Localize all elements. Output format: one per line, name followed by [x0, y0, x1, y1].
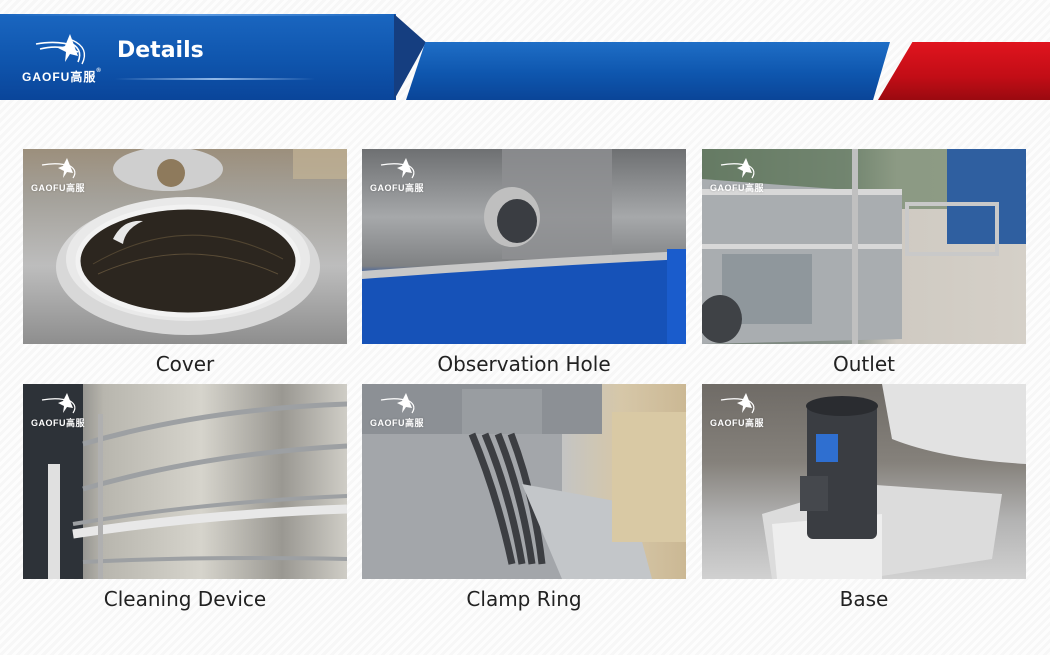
outlet-illustration	[702, 149, 1026, 344]
cover-illustration	[56, 149, 347, 335]
star-swoosh-logo-icon	[380, 158, 415, 179]
clamp-ring-illustration	[362, 384, 686, 579]
outlet-photo: GAOFU高服	[702, 149, 1026, 344]
gaofu-watermark: GAOFU高服	[710, 392, 790, 432]
star-swoosh-logo-icon	[720, 393, 755, 414]
banner-highlight	[0, 14, 396, 16]
detail-card-clamp-ring: GAOFU高服 Clamp Ring	[362, 384, 686, 611]
title-underline	[115, 78, 315, 80]
clamp-ring-photo: GAOFU高服	[362, 384, 686, 579]
star-swoosh-logo-icon	[35, 34, 86, 65]
caption-clamp-ring: Clamp Ring	[466, 587, 582, 611]
logo-brand-text: GAOFU	[22, 70, 71, 84]
star-swoosh-logo-icon	[380, 393, 415, 414]
watermark-text: GAOFU高服	[710, 416, 764, 429]
cleaning-device-photo: GAOFU高服	[23, 384, 347, 579]
caption-base: Base	[839, 587, 889, 611]
watermark-brand: GAOFU	[31, 183, 66, 193]
gaofu-watermark: GAOFU高服	[710, 157, 790, 197]
watermark-text: GAOFU高服	[31, 416, 85, 429]
watermark-brand-cn: 高服	[66, 183, 86, 193]
base-illustration	[762, 384, 1026, 579]
watermark-brand-cn: 高服	[745, 183, 765, 193]
base-motor-photo: GAOFU高服	[702, 384, 1026, 579]
detail-card-cover: GAOFU高服 Cover	[23, 149, 347, 376]
watermark-brand: GAOFU	[370, 418, 405, 428]
star-swoosh-logo-icon	[41, 393, 76, 414]
observation-hole-illustration	[362, 149, 686, 344]
gaofu-watermark: GAOFU高服	[370, 157, 450, 197]
detail-card-cleaning-device: GAOFU高服 Cleaning Device	[23, 384, 347, 611]
banner-red-stripe	[878, 42, 1050, 100]
watermark-brand-cn: 高服	[405, 183, 425, 193]
watermark-brand: GAOFU	[710, 183, 745, 193]
cleaning-device-illustration	[23, 384, 347, 579]
caption-outlet: Outlet	[833, 352, 895, 376]
star-swoosh-logo-icon	[41, 158, 76, 179]
watermark-text: GAOFU高服	[370, 416, 424, 429]
caption-cleaning-device: Cleaning Device	[103, 587, 267, 611]
watermark-brand-cn: 高服	[405, 418, 425, 428]
sieve-cover-mesh-photo: GAOFU高服	[23, 149, 347, 344]
registered-mark: ®	[96, 68, 102, 74]
watermark-brand-cn: 高服	[745, 418, 765, 428]
gaofu-watermark: GAOFU高服	[31, 157, 111, 197]
details-banner: GAOFU高服® Details	[0, 0, 1050, 110]
gaofu-logo: GAOFU高服®	[20, 32, 110, 86]
watermark-brand-cn: 高服	[66, 418, 86, 428]
page-title: Details	[117, 38, 204, 63]
watermark-text: GAOFU高服	[31, 181, 85, 194]
logo-wordmark: GAOFU高服®	[22, 68, 102, 85]
star-swoosh-logo-icon	[720, 158, 755, 179]
logo-brand-cn-text: 高服	[70, 70, 97, 84]
watermark-text: GAOFU高服	[710, 181, 764, 194]
gaofu-watermark: GAOFU高服	[31, 392, 111, 432]
watermark-text: GAOFU高服	[370, 181, 424, 194]
banner-blue-stripe	[406, 42, 890, 100]
detail-card-base: GAOFU高服 Base	[702, 384, 1026, 611]
gaofu-watermark: GAOFU高服	[370, 392, 450, 432]
observation-hole-photo: GAOFU高服	[362, 149, 686, 344]
detail-card-observation-hole: GAOFU高服 Observation Hole	[362, 149, 686, 376]
detail-card-outlet: GAOFU高服 Outlet	[702, 149, 1026, 376]
caption-cover: Cover	[155, 352, 215, 376]
watermark-brand: GAOFU	[31, 418, 66, 428]
watermark-brand: GAOFU	[370, 183, 405, 193]
watermark-brand: GAOFU	[710, 418, 745, 428]
caption-observation-hole: Observation Hole	[437, 352, 611, 376]
